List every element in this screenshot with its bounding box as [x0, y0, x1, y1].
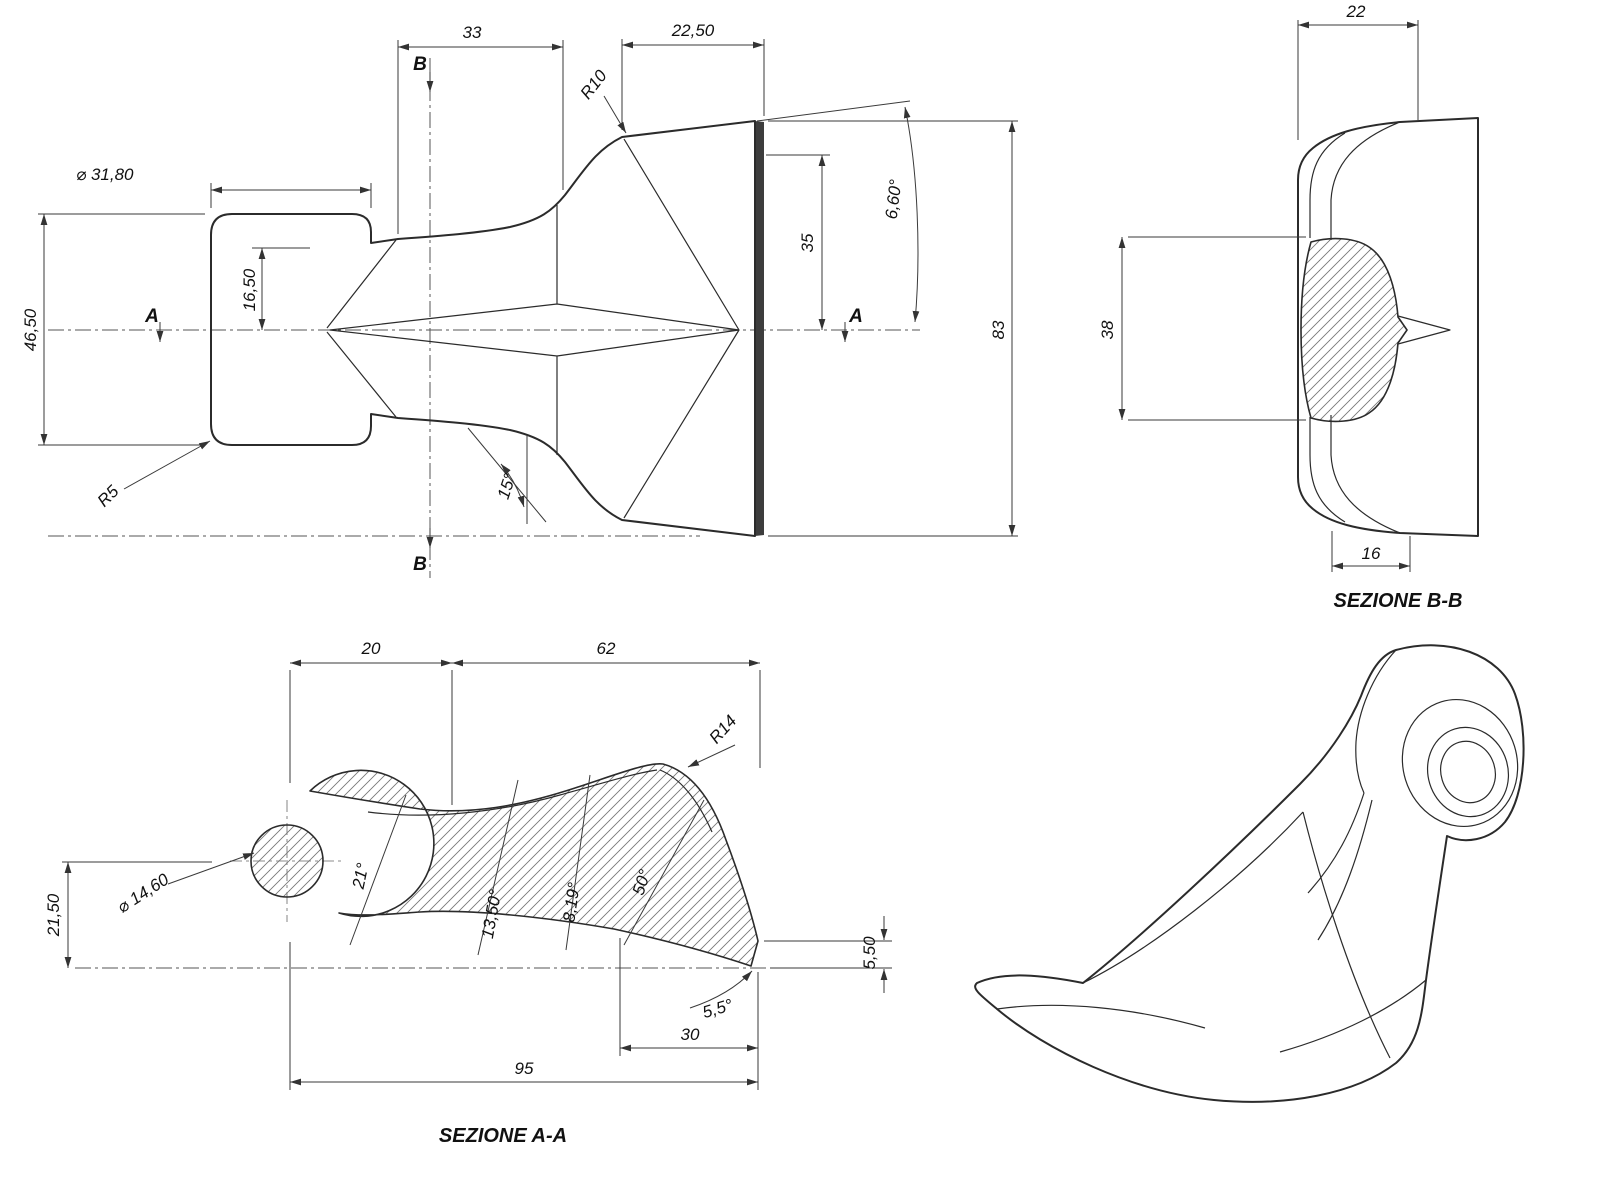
dim-text-22-50: 22,50 [671, 21, 715, 40]
aa-dim-text-5-5: 5,5° [700, 995, 735, 1022]
bb-core-section [1300, 237, 1408, 423]
section-aa-view: 20 62 R14 ⌀ 14,60 21,50 21° 13,50° 8,19°… [44, 639, 892, 1147]
section-marker-b-bottom: B [413, 554, 427, 575]
aa-dim-text-5-50: 5,50 [860, 936, 879, 970]
aa-arc-5-5 [689, 970, 753, 1009]
iso-silhouette [974, 644, 1525, 1103]
section-marker-b-top: B [413, 54, 427, 75]
bb-outline-path [1297, 117, 1479, 537]
iso-arm-edges [1307, 792, 1373, 941]
bb-dim-text-22: 22 [1346, 2, 1366, 21]
section-bb-label: SEZIONE B-B [1334, 590, 1463, 612]
aa-leader-hole-diameter [167, 852, 255, 885]
dim-text-r5: R5 [94, 481, 123, 510]
dim-text-r10: R10 [577, 66, 612, 103]
aa-extension-lines [62, 670, 892, 1090]
front-extension-lines [38, 39, 1018, 537]
bb-interior-curves [1309, 121, 1401, 534]
aa-dim-text-95: 95 [515, 1059, 534, 1078]
front-outline-path [210, 120, 756, 537]
iso-bushing-face [1401, 698, 1519, 828]
iso-cylinder-left-end [1355, 649, 1397, 794]
leader-r5 [123, 440, 211, 490]
dim-text-33: 33 [463, 23, 482, 42]
aa-dim-text-20: 20 [361, 639, 381, 658]
leader-r10 [603, 95, 627, 134]
isometric-view [974, 644, 1525, 1103]
dim-text-6-60: 6,60° [882, 178, 906, 220]
dim-text-83: 83 [989, 320, 1008, 339]
dim-arc-15 [500, 463, 525, 508]
dim-arc-6-60 [903, 106, 920, 323]
iso-blade-creases [996, 811, 1427, 1059]
section-bb-view: 22 38 16 SEZIONE B-B [1098, 2, 1479, 612]
section-aa-label: SEZIONE A-A [439, 1125, 567, 1147]
dim-text-16-50: 16,50 [240, 268, 259, 311]
aa-dim-text-21-50: 21,50 [44, 893, 63, 937]
aa-section-body [250, 763, 759, 967]
bb-dim-text-38: 38 [1098, 320, 1117, 339]
dim-text-15: 15° [494, 471, 520, 502]
iso-bore-chamfer [1426, 726, 1510, 818]
dim-text-46-50: 46,50 [21, 308, 40, 351]
aa-angle-face-lines [349, 774, 705, 956]
bb-edge-point [1397, 315, 1451, 345]
section-marker-a-right: A [848, 306, 863, 327]
aa-dim-text-r14: R14 [705, 711, 740, 747]
section-marker-a-left: A [144, 306, 159, 327]
bb-extension-lines [1128, 20, 1419, 572]
dim-text-35: 35 [798, 233, 817, 252]
iso-bore-hole [1440, 740, 1496, 804]
aa-leader-r14 [687, 744, 736, 768]
aa-top-face-line [367, 769, 713, 833]
aa-dim-text-21: 21° [348, 861, 372, 891]
aa-dim-text-hole-diameter: ⌀ 14,60 [114, 869, 173, 917]
dim-text-dia-31-80: ⌀ 31,80 [76, 165, 134, 184]
aa-dim-text-30: 30 [681, 1025, 700, 1044]
striking-face-strip [755, 121, 764, 536]
bb-dim-text-16: 16 [1362, 544, 1381, 563]
aa-dim-text-62: 62 [597, 639, 616, 658]
front-interior-edges [326, 138, 740, 519]
front-view: 33 22,50 R10 ⌀ 31,80 16,50 46,50 35 6,60… [21, 21, 1018, 578]
